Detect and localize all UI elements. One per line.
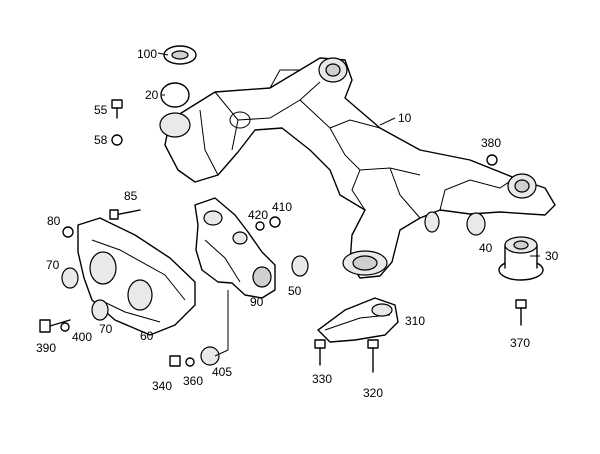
callout-310: 310 xyxy=(405,314,426,328)
bolt-400 xyxy=(39,319,71,333)
callout-370: 360 xyxy=(183,374,204,388)
mount-100 xyxy=(163,45,197,65)
callout-70-right: 70 xyxy=(99,322,113,336)
bolt-55 xyxy=(111,99,123,119)
callout-100: 100 xyxy=(137,47,158,61)
bushing-50 xyxy=(291,255,309,277)
bolt-360 xyxy=(169,355,181,367)
screw-320 xyxy=(367,339,379,373)
callout-380: 380 xyxy=(481,136,502,150)
callout-55: 55 xyxy=(94,103,108,117)
screw-330 xyxy=(314,339,326,366)
mount-20 xyxy=(159,82,191,138)
callout-20: 20 xyxy=(145,88,159,102)
callout-60: 60 xyxy=(140,329,154,343)
callout-400: 390 xyxy=(36,341,57,355)
callout-330: 330 xyxy=(312,372,333,386)
leader-lines xyxy=(157,52,540,357)
middle-bracket xyxy=(194,197,276,299)
callout-10: 10 xyxy=(398,111,412,125)
callout-30: 30 xyxy=(545,249,559,263)
bushing-70 xyxy=(61,267,109,321)
mount-310 xyxy=(317,297,399,343)
callout-90: 90 xyxy=(250,295,264,309)
callout-410: 410 xyxy=(272,200,293,214)
callout-340: 370 xyxy=(510,336,531,350)
rear-subframe xyxy=(164,57,556,279)
washer-parts xyxy=(60,134,498,367)
bolt-85 xyxy=(109,209,141,220)
callout-405: 400 xyxy=(72,330,93,344)
callout-58: 58 xyxy=(94,133,108,147)
callout-70-left: 70 xyxy=(46,258,60,272)
rubber-mount-30 xyxy=(498,236,544,281)
callout-390: 405 xyxy=(212,365,233,379)
callout-50: 50 xyxy=(288,284,302,298)
bushing-390 xyxy=(200,346,220,366)
callout-320: 320 xyxy=(363,386,384,400)
callout-85: 85 xyxy=(124,189,138,203)
callout-360: 340 xyxy=(152,379,173,393)
callout-40: 40 xyxy=(479,241,493,255)
callout-80: 80 xyxy=(47,214,61,228)
screw-340 xyxy=(515,299,527,326)
callout-420: 420 xyxy=(248,208,269,222)
